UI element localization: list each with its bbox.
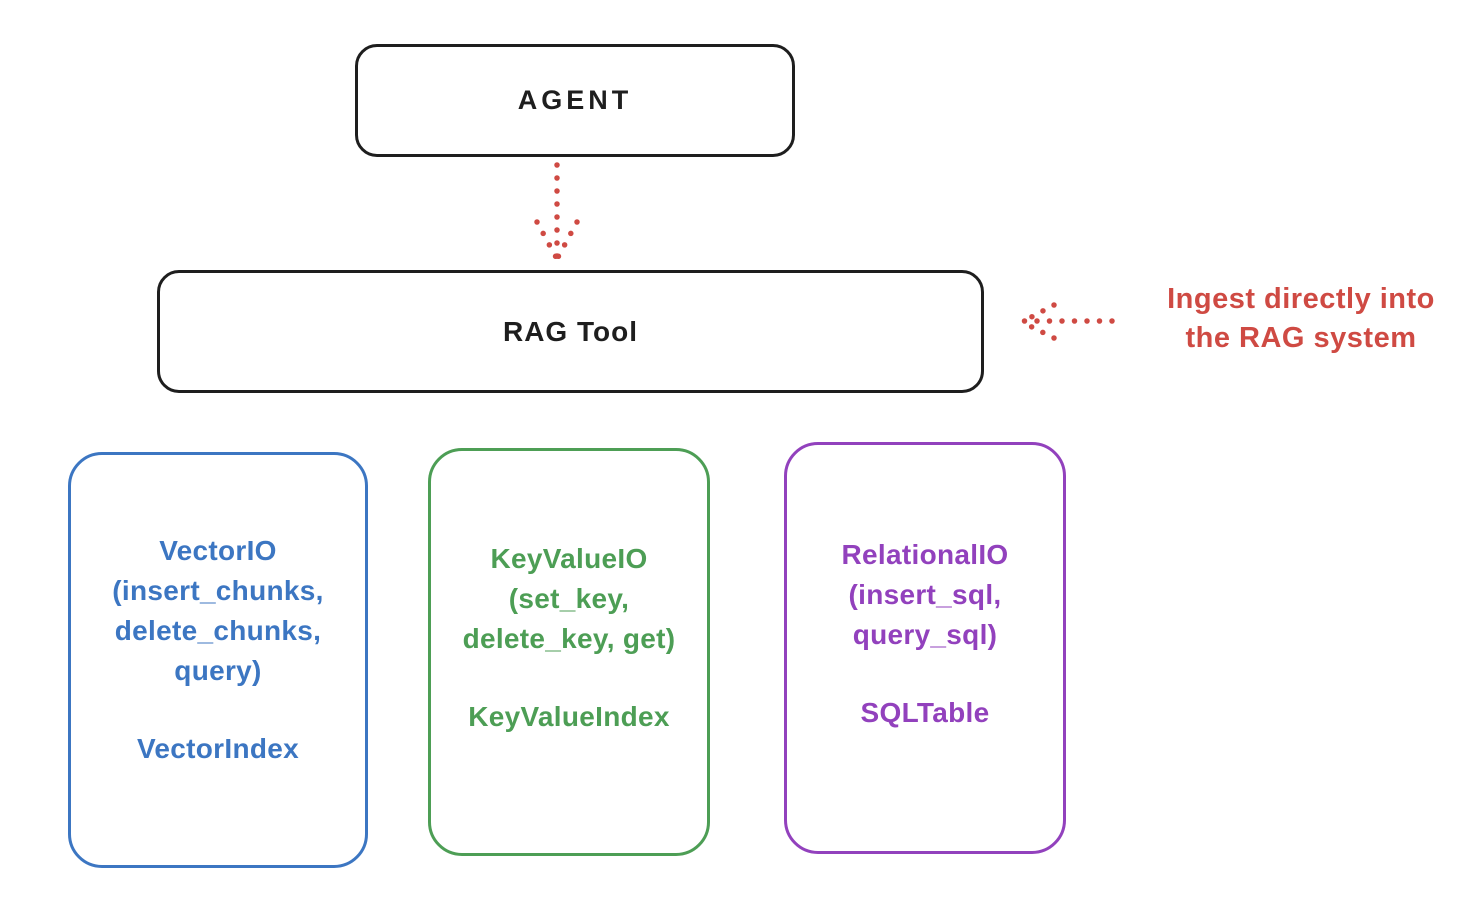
relational-io-content: RelationalIO (insert_sql, query_sql) SQL… [842,535,1009,733]
box-text-line: KeyValueIO [490,543,648,574]
box-text-line: VectorIO [159,535,277,566]
vector-io-box: VectorIO (insert_chunks, delete_chunks, … [68,452,368,868]
sql-table-label: SQLTable [860,697,990,728]
box-text-line: (insert_chunks, [112,575,324,606]
box-text-line: delete_key, get) [462,623,676,654]
key-value-io-box: KeyValueIO (set_key, delete_key, get) Ke… [428,448,710,856]
key-value-index-label: KeyValueIndex [468,701,670,732]
rag-tool-label: RAG Tool [502,315,638,347]
ingest-annotation: Ingest directly into the RAG system [1125,280,1477,358]
vector-index-label: VectorIndex [136,733,299,764]
agent-label: AGENT [517,85,633,115]
box-text-line: (set_key, [508,583,630,614]
ingest-annotation-line1: Ingest directly into [1167,283,1435,315]
ingest-annotation-line2: the RAG system [1185,322,1417,354]
box-text-line: query_sql) [852,619,998,650]
box-text-line: query) [174,655,262,686]
key-value-io-content: KeyValueIO (set_key, delete_key, get) Ke… [463,539,676,737]
rag-tool-box: RAG Tool [157,270,984,393]
annotation-to-rag-arrow-icon [1019,302,1115,341]
box-text-line: delete_chunks, [114,615,322,646]
box-text-line: (insert_sql, [848,579,1002,610]
vector-io-content: VectorIO (insert_chunks, delete_chunks, … [112,531,323,769]
relational-io-box: RelationalIO (insert_sql, query_sql) SQL… [784,442,1066,854]
box-text-line: RelationalIO [841,539,1009,570]
agent-to-rag-arrow-icon [534,162,580,262]
agent-box: AGENT [355,44,795,157]
